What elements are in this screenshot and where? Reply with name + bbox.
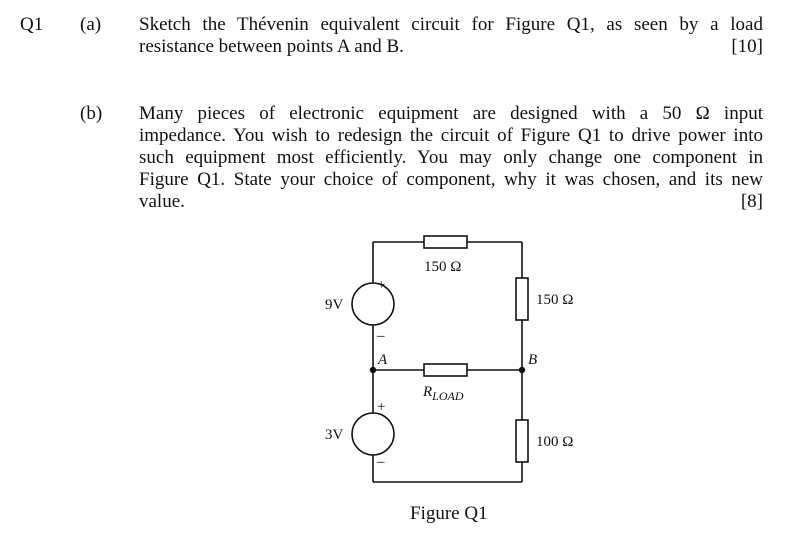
resistor-right <box>515 277 529 321</box>
label-v1: 9V <box>325 297 344 313</box>
label-node-b: B <box>528 352 537 368</box>
resistor-top <box>423 235 468 249</box>
part-b-line-4: Figure Q1. State your choice of componen… <box>139 169 763 190</box>
label-r-load: RLOAD <box>422 384 464 403</box>
voltage-source-9v <box>351 282 395 326</box>
voltage-source-3v <box>351 412 395 456</box>
part-b-line-3: such equipment most efficiently. You may… <box>139 147 763 168</box>
part-a-label: (a) <box>80 14 102 35</box>
question-number: Q1 <box>20 14 44 35</box>
part-b-line-2: impedance. You wish to redesign the circ… <box>139 125 763 146</box>
label-v2-minus: – <box>376 454 385 470</box>
resistor-load <box>423 363 468 377</box>
part-b-line-1: Many pieces of electronic equipment are … <box>139 103 763 124</box>
node-b-dot <box>518 366 526 374</box>
label-node-a: A <box>377 352 388 368</box>
label-v2-plus: + <box>377 399 385 415</box>
label-v1-minus: – <box>376 328 385 344</box>
label-v1-plus: + <box>377 277 385 293</box>
node-a-dot <box>369 366 377 374</box>
part-b-marks: [8] <box>740 191 763 212</box>
part-b-text: Many pieces of electronic equipment are … <box>139 103 763 213</box>
label-r-right: 150 Ω <box>536 292 573 308</box>
label-v2: 3V <box>325 427 344 443</box>
part-a-line-2: resistance between points A and B. <box>139 36 404 57</box>
label-r-top: 150 Ω <box>424 259 461 275</box>
part-a-marks: [10] <box>731 36 763 57</box>
label-r-load-main: R <box>422 384 432 400</box>
part-b-line-5: value. <box>139 191 185 212</box>
part-a-text: Sketch the Thévenin equivalent circuit f… <box>139 14 763 58</box>
resistor-bottom <box>515 419 529 463</box>
figure-caption: Figure Q1 <box>410 503 488 524</box>
part-b-label: (b) <box>80 103 103 124</box>
label-r-bottom: 100 Ω <box>536 434 573 450</box>
label-r-load-sub: LOAD <box>431 389 464 403</box>
part-a-line-1: Sketch the Thévenin equivalent circuit f… <box>139 14 763 35</box>
